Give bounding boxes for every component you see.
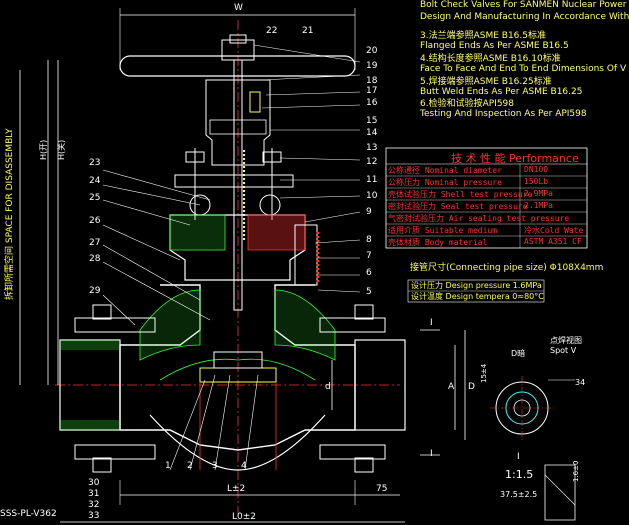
part-33: 33	[88, 511, 100, 521]
part-28: 28	[89, 254, 101, 264]
part-29: 29	[89, 286, 101, 296]
detail-side-dim: 15±4	[480, 363, 488, 383]
design-pressure: 设计压力 Design pressure 1.6MPa	[411, 281, 542, 290]
part-30: 30	[88, 478, 100, 488]
part-24: 24	[89, 176, 101, 186]
detail-dim-34: 34	[575, 378, 586, 387]
part-1: 1	[165, 461, 171, 471]
detail-view-marker: I	[517, 452, 520, 462]
dim-h-closed: H(关)	[57, 139, 66, 160]
dim-h-open: H(开)	[39, 139, 48, 160]
detail-dim-1-6: 1.6±0	[572, 460, 580, 482]
perf-row-4-label: 密封试验压力 Seal test pressure	[388, 202, 528, 211]
perf-row-4-value: 2.1MPa	[524, 201, 553, 210]
design-temperature: 设计温度 Design tempera 0≈80°C	[411, 292, 544, 301]
perf-row-2-value: 150Lb	[524, 177, 549, 186]
perf-row-1-value: DN100	[524, 165, 549, 174]
part-11: 11	[366, 175, 378, 185]
part-15: 15	[366, 116, 378, 126]
perf-row-6-label: 适用介质 Suitable medium	[388, 226, 498, 235]
connecting-pipe: 接管尺寸(Connecting pipe size) Φ108X4mm	[410, 263, 604, 273]
perf-row-7-value: ASTM A351 CF	[524, 237, 582, 246]
leaders-left	[102, 169, 211, 326]
part-10: 10	[366, 191, 378, 201]
part-5: 5	[366, 287, 372, 297]
part-27: 27	[89, 238, 101, 248]
part-31: 31	[88, 489, 100, 499]
note-line-8: Butt Weld Ends As Per ASME B16.25	[420, 87, 583, 97]
valve-drawing	[19, 8, 588, 523]
part-21: 21	[302, 26, 314, 36]
performance-title: 技 术 性 能 Performance	[451, 150, 579, 166]
part-3: 3	[212, 461, 218, 471]
perf-row-1-label: 公称通径 Nominal diameter	[388, 166, 502, 175]
part-17: 17	[366, 86, 378, 96]
part-7: 7	[366, 251, 372, 261]
note-line-9: 6.检验和试验按API598	[420, 99, 515, 109]
space-for-disassembly-label: 拆卸所需空间 SPACE FOR DISASSEMBLY	[5, 128, 15, 300]
detail-marker-bottom: I	[430, 449, 433, 459]
dim-w: W	[234, 3, 243, 13]
detail-d-label: D暗	[511, 349, 526, 358]
part-14: 14	[366, 128, 378, 138]
part-2: 2	[187, 461, 193, 471]
part-20: 20	[366, 46, 378, 56]
part-26: 26	[89, 216, 101, 226]
note-line-2: Design And Manufacturing In Accordance W…	[420, 12, 629, 22]
detail-scale: 1:1.5	[505, 468, 534, 481]
detail-spot-label: 点焊视图 Spot V	[550, 336, 582, 355]
part-8: 8	[366, 235, 372, 245]
perf-row-5-label: 气密封试验压力 Air sealing test pressure	[388, 214, 570, 223]
dim-a: A	[448, 382, 455, 392]
dim-l: L±2	[227, 484, 246, 494]
note-line-1: Bolt Check Valves For SANMEN Nuclear Pow…	[420, 0, 627, 10]
yoke	[205, 79, 271, 166]
dim-75: 75	[376, 484, 388, 494]
part-25: 25	[89, 193, 101, 203]
part-22: 22	[266, 26, 278, 36]
perf-row-3-value: 2.9MPa	[524, 189, 553, 198]
stem	[233, 59, 243, 311]
part-13: 13	[366, 143, 378, 153]
perf-row-7-label: 壳体材质 Body material	[388, 238, 488, 247]
part-16: 16	[366, 98, 378, 108]
part-9: 9	[366, 207, 372, 217]
gland-flange	[174, 174, 294, 188]
handwheel	[119, 55, 356, 77]
detail-marker-top: I	[430, 318, 433, 328]
part-19: 19	[366, 61, 378, 71]
detail-dim: 37.5±2.5	[500, 490, 538, 499]
performance-table	[385, 147, 588, 249]
right-flange	[354, 339, 406, 431]
document-number: SSS-PL-V362	[0, 509, 57, 519]
note-line-7: 5.焊接端参照ASME B16.25标准	[420, 77, 552, 87]
part-18: 18	[366, 76, 378, 86]
performance-title-en: Performance	[509, 152, 579, 165]
note-line-6: Face To Face And End To End Dimensions O…	[420, 64, 627, 74]
performance-title-cn: 技 术 性 能	[451, 152, 506, 165]
note-line-5: 4.结构长度参照ASME B16.10标准	[420, 54, 561, 64]
dim-d: d	[325, 382, 331, 392]
note-line-3: 3.法兰端参照ASME B16.5标准	[420, 31, 546, 41]
perf-row-6-value: 冷水Cold Wate	[524, 226, 584, 235]
note-line-10: Testing And Inspection As Per API598	[420, 109, 587, 119]
left-flange	[59, 339, 121, 431]
perf-row-2-label: 公称压力 Nominal pressure	[388, 178, 502, 187]
leaders-right	[253, 44, 361, 293]
part-4: 4	[241, 461, 247, 471]
dim-d-upper: D	[468, 382, 475, 392]
valve-body	[119, 284, 356, 451]
part-32: 32	[88, 500, 100, 510]
perf-row-3-label: 壳体试验压力 Shell test pressure	[388, 190, 533, 199]
part-12: 12	[366, 157, 378, 167]
note-line-4: Flanged Ends As Per ASME B16.5	[420, 41, 569, 51]
part-6: 6	[366, 268, 372, 278]
part-23: 23	[89, 158, 101, 168]
dim-l0: L0±2	[232, 512, 257, 522]
